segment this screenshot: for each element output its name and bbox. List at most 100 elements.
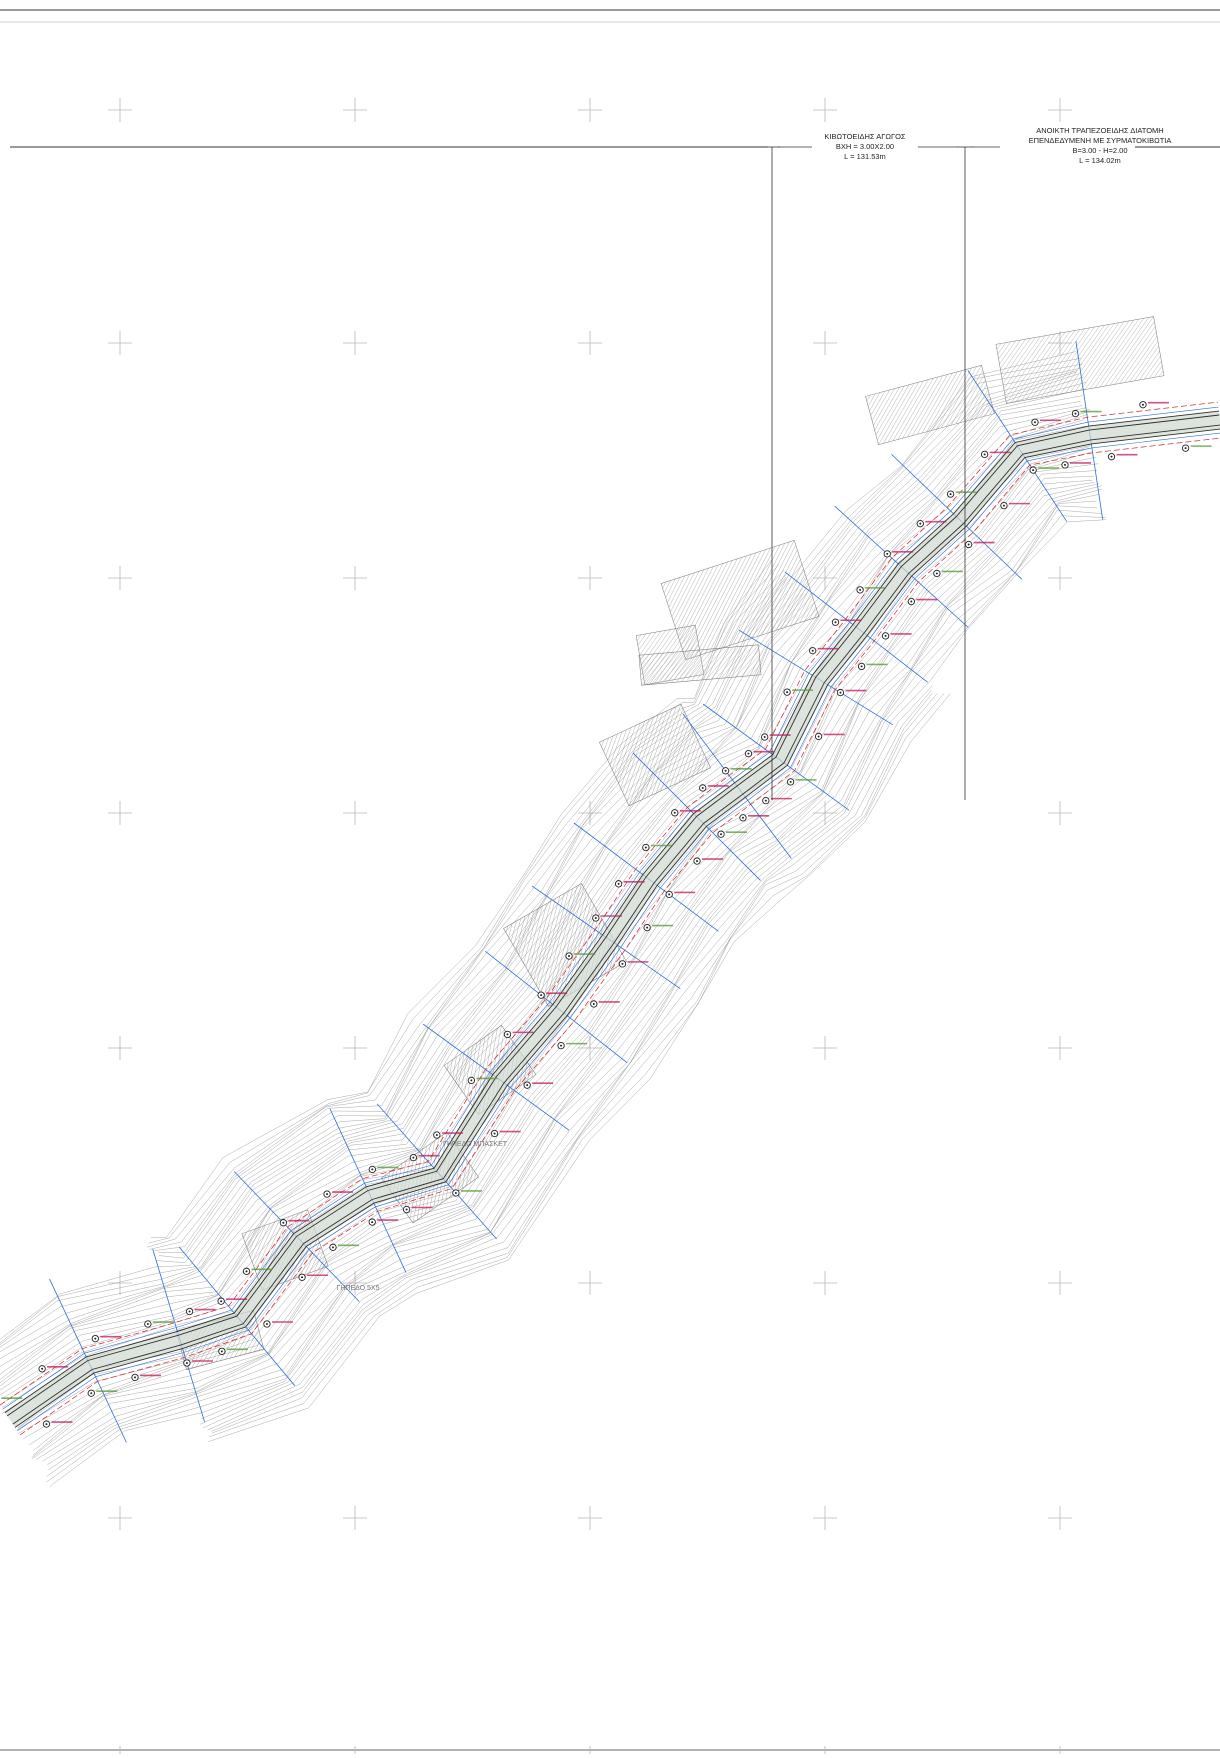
blue-offset-left xyxy=(2,406,1219,1410)
hatch-stroke xyxy=(626,714,659,802)
hatch-stroke xyxy=(795,592,812,625)
hatch-stroke xyxy=(701,647,729,681)
hatch-stroke xyxy=(640,653,659,676)
contour-line xyxy=(0,388,1086,1375)
hatch-stroke xyxy=(673,571,700,622)
survey-point-dot xyxy=(860,665,863,668)
contour-line xyxy=(156,357,1081,1263)
hatch-stroke xyxy=(624,716,654,797)
hatch-stroke xyxy=(723,546,776,648)
hatch-stroke xyxy=(866,394,871,402)
survey-point-dot xyxy=(1074,412,1077,415)
hatch-stroke xyxy=(250,1225,266,1258)
hatch-stroke xyxy=(907,375,943,438)
hatch-stroke xyxy=(733,543,785,645)
hatch-stroke xyxy=(746,659,760,677)
hatch-stroke xyxy=(603,738,609,752)
hatch-stroke xyxy=(662,581,666,589)
hatch-stroke xyxy=(641,652,669,686)
hatch-stroke xyxy=(1119,331,1157,384)
hatch-stroke xyxy=(1065,323,1115,394)
hatch-stroke xyxy=(941,366,977,428)
hatch-stroke xyxy=(696,647,724,681)
contour-line xyxy=(0,381,1087,1367)
hatch-stroke xyxy=(505,925,509,933)
hatch-stroke xyxy=(458,1051,465,1087)
hatch-stroke xyxy=(318,1256,325,1270)
hatch-stroke xyxy=(761,559,801,636)
hatch-stroke xyxy=(1075,321,1125,392)
hatch-stroke xyxy=(470,1168,473,1183)
hatch-stroke xyxy=(692,749,703,777)
hatch-stroke xyxy=(663,580,671,594)
hatch-stroke xyxy=(557,892,587,1002)
hatch-stroke xyxy=(877,384,910,440)
hatch-stroke xyxy=(718,547,771,649)
hatch-stroke xyxy=(464,1045,473,1095)
hatch-stroke xyxy=(646,704,682,798)
survey-point-dot xyxy=(919,522,922,525)
hatch-stroke xyxy=(313,1252,324,1272)
survey-point-dot xyxy=(90,1392,93,1395)
hatch-stroke xyxy=(1094,318,1144,388)
contour-line xyxy=(3,414,1088,1403)
terrain-contours xyxy=(0,351,1107,1487)
hatch-stroke xyxy=(1004,335,1046,394)
hatch-stroke xyxy=(642,706,677,800)
survey-point-dot xyxy=(1033,421,1036,424)
survey-point-dot xyxy=(621,962,624,965)
hatch-stroke xyxy=(1011,332,1061,403)
hatch-stroke xyxy=(1114,326,1156,385)
hatch-stroke xyxy=(654,625,696,684)
survey-point-dot xyxy=(592,1002,595,1005)
hatch-stroke xyxy=(706,646,734,680)
survey-point-dot xyxy=(644,846,647,849)
hatch-stroke xyxy=(897,378,934,440)
hatch-stroke xyxy=(677,566,714,636)
hatch-stroke xyxy=(892,379,929,441)
hatch-stroke xyxy=(1055,325,1105,395)
contour-line xyxy=(46,505,1098,1483)
hatch-stroke xyxy=(639,632,656,656)
hatch-stroke xyxy=(538,893,565,990)
hatch-stroke xyxy=(679,564,719,641)
survey-point-dot xyxy=(220,1300,223,1303)
hatch-stroke xyxy=(790,587,810,626)
open-channel-title: ΑΝΟΙΚΤΗ ΤΡΑΠΕΖΟΕΙΔΗΣ ΔΙΑΤΟΜΗ xyxy=(1036,126,1164,135)
hatch-stroke xyxy=(609,731,623,766)
survey-point-dot xyxy=(568,955,571,958)
hatch-stroke xyxy=(527,1066,531,1081)
contour-line xyxy=(32,482,1095,1459)
hatch-stroke xyxy=(667,577,681,603)
hatch-stroke xyxy=(633,710,668,804)
hatch-stroke xyxy=(299,1237,319,1277)
hatch-stroke xyxy=(234,1319,257,1357)
survey-point-dot xyxy=(668,893,671,896)
hatch-stroke xyxy=(888,380,924,443)
hatch-stroke xyxy=(775,573,806,631)
survey-point-dot xyxy=(470,1079,473,1082)
hatch-stroke xyxy=(917,372,953,435)
hatch-stroke xyxy=(912,374,948,436)
hatch-stroke xyxy=(1134,346,1159,381)
survey-point-dot xyxy=(741,816,744,819)
hatch-stroke xyxy=(457,1156,465,1192)
hatch-stroke xyxy=(525,905,543,968)
hatch-stroke xyxy=(709,551,762,653)
hatch-stroke xyxy=(515,915,526,951)
survey-point-dot xyxy=(540,994,543,997)
hatch-stroke xyxy=(1089,319,1139,389)
survey-point-dot xyxy=(1141,403,1144,406)
hatch-stroke xyxy=(620,721,645,788)
survey-point-dot xyxy=(884,634,887,637)
hatch-stroke xyxy=(535,895,560,985)
hatch-stroke xyxy=(472,1036,486,1107)
hatch-stroke xyxy=(950,370,983,426)
hatch-stroke xyxy=(1050,326,1100,396)
hatch-stroke xyxy=(1040,327,1090,398)
hatch-stroke xyxy=(618,723,641,784)
hatch-stroke xyxy=(528,903,547,972)
contour-line xyxy=(202,685,933,1429)
survey-point-dot xyxy=(724,769,727,772)
contour-line xyxy=(207,693,951,1443)
